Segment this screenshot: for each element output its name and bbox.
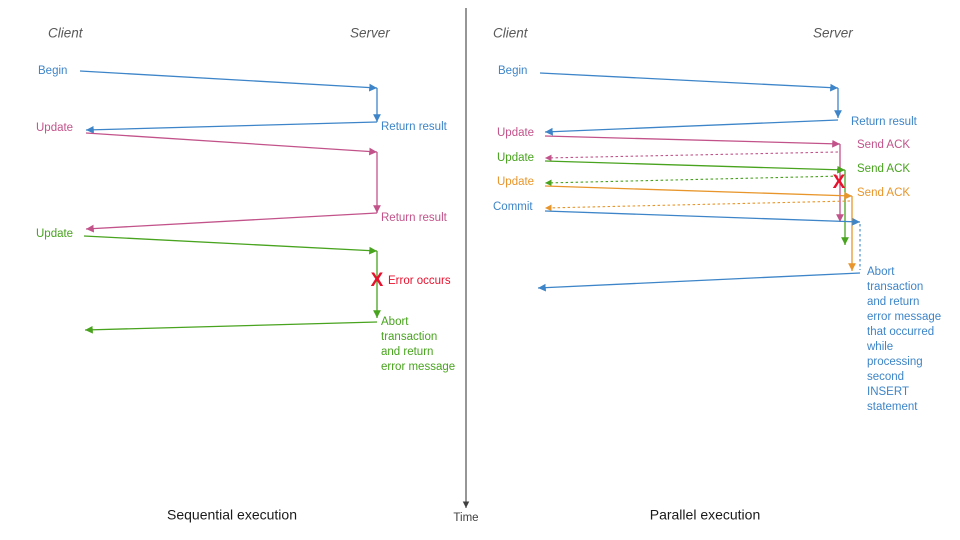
right-abort-line-9: statement (867, 401, 918, 413)
right-client-label-update-2: Update (497, 152, 534, 164)
right-client-header: Client (493, 26, 529, 41)
right-error-marker: X (833, 172, 846, 193)
right-msg-update-2: Update Send ACK (497, 152, 910, 245)
error-x-icon: X (371, 270, 384, 291)
right-msg-commit: Commit (493, 201, 861, 270)
right-abort-line-5: while (866, 341, 893, 353)
left-msg-begin: Begin (38, 65, 381, 122)
left-client-label-update-2: Update (36, 228, 73, 240)
right-abort-line-4: that occurred (867, 326, 934, 338)
right-client-label-update-1: Update (497, 127, 534, 139)
left-server-header: Server (350, 26, 390, 41)
error-x-icon: X (833, 172, 846, 193)
left-abort-line-1: transaction (381, 331, 437, 343)
right-msg-update-1: Update Send ACK (497, 127, 910, 222)
right-abort-line-6: processing (867, 356, 923, 368)
left-msg-return-result-2: Return result (85, 212, 448, 233)
right-client-label-update-3: Update (497, 176, 534, 188)
time-axis-label: Time (453, 512, 478, 524)
right-server-label-ack-1: Send ACK (857, 139, 910, 151)
left-abort-line-3: error message (381, 361, 455, 373)
right-diagram: Client Server Begin Return result Update… (493, 26, 941, 523)
right-server-header: Server (813, 26, 853, 41)
left-diagram: Client Server Begin Return result Update… (36, 26, 455, 523)
left-msg-update-1: Update (36, 122, 381, 213)
right-caption: Parallel execution (650, 507, 761, 523)
right-client-label-commit: Commit (493, 201, 533, 213)
right-msg-abort: Abort transaction and return error messa… (537, 266, 941, 413)
right-abort-line-0: Abort (867, 266, 895, 278)
left-server-label-return-result-1: Return result (381, 121, 448, 133)
right-msg-update-3: Update Send ACK (497, 176, 910, 271)
left-msg-abort: Abort transaction and return error messa… (84, 316, 455, 373)
left-client-label-begin: Begin (38, 65, 67, 77)
right-msg-begin: Begin (498, 65, 842, 118)
right-client-label-begin: Begin (498, 65, 527, 77)
left-client-label-update-1: Update (36, 122, 73, 134)
left-msg-return-result-1: Return result (85, 121, 448, 134)
left-client-header: Client (48, 26, 84, 41)
left-msg-update-2: Update (36, 228, 381, 318)
right-abort-line-7: second (867, 371, 904, 383)
right-server-label-ack-3: Send ACK (857, 187, 910, 199)
left-error-marker: X Error occurs (371, 270, 451, 291)
time-axis: Time (453, 8, 479, 524)
right-server-label-return-result: Return result (851, 116, 918, 128)
right-abort-line-3: error message (867, 311, 941, 323)
right-abort-line-1: transaction (867, 281, 923, 293)
left-caption: Sequential execution (167, 507, 297, 523)
right-msg-return-result: Return result (544, 116, 918, 136)
right-abort-line-2: and return (867, 296, 919, 308)
right-abort-line-8: INSERT (867, 386, 909, 398)
left-abort-line-0: Abort (381, 316, 409, 328)
left-server-label-error: Error occurs (388, 275, 451, 287)
left-server-label-return-result-2: Return result (381, 212, 448, 224)
right-server-label-ack-2: Send ACK (857, 163, 910, 175)
left-abort-line-2: and return (381, 346, 433, 358)
